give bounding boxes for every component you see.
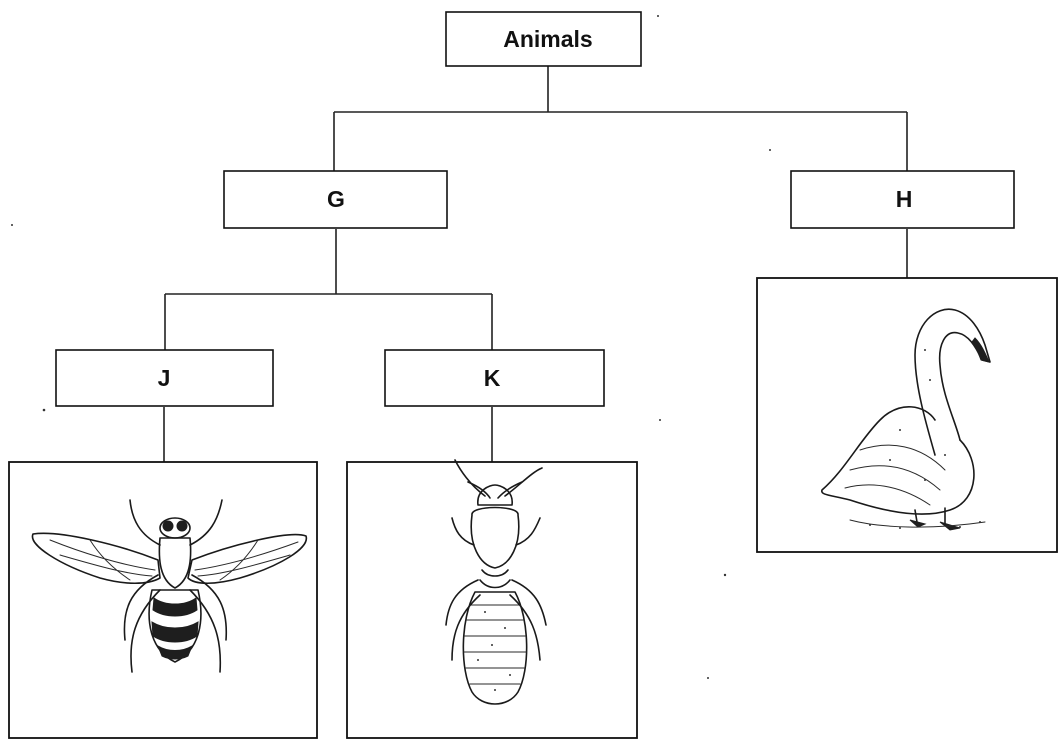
connector-g-to-jk	[165, 229, 492, 350]
node-k-label: K	[484, 365, 501, 391]
node-k: K	[385, 350, 604, 406]
node-g-label: G	[327, 186, 345, 212]
node-j-label: J	[158, 365, 171, 391]
swan-illustration	[757, 278, 1057, 552]
node-j: J	[56, 350, 273, 406]
node-animals: Animals	[446, 12, 641, 66]
node-h-label: H	[896, 186, 913, 212]
termite-illustration	[347, 460, 637, 738]
connector-root-to-branches	[334, 66, 907, 171]
node-animals-label: Animals	[503, 26, 592, 52]
fly-illustration	[9, 462, 317, 738]
node-h: H	[791, 171, 1014, 228]
node-g: G	[224, 171, 447, 228]
